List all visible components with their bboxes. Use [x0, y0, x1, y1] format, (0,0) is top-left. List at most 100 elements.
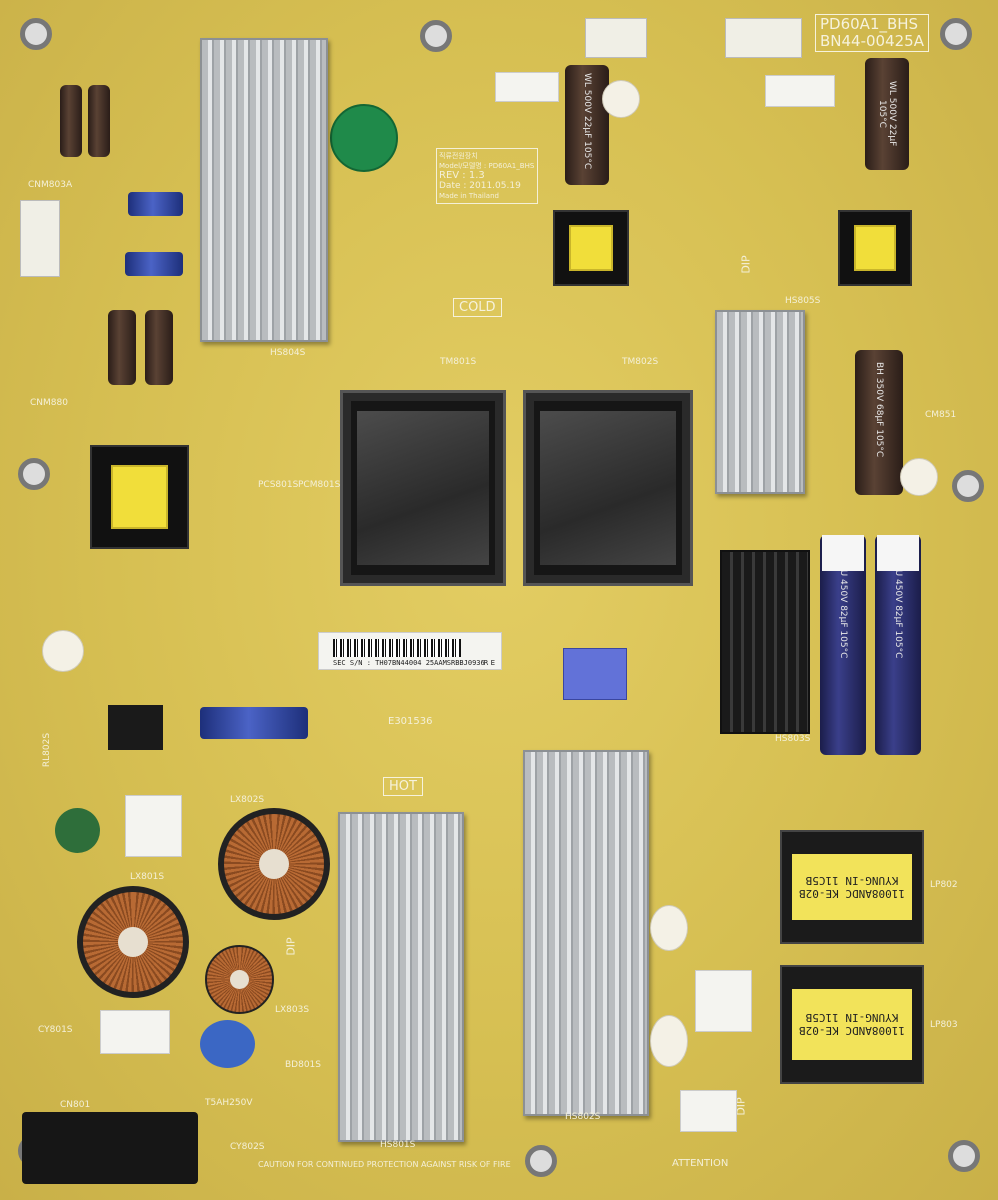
- film-capacitor: [765, 75, 835, 107]
- resistor-cap: [900, 458, 938, 496]
- cold-zone-label: COLD: [453, 298, 502, 317]
- mounting-hole: [18, 458, 50, 490]
- silk-label: LP802: [930, 880, 958, 890]
- model-text: PD60A1_BHS: [820, 15, 919, 33]
- silk-label: HS801S: [380, 1140, 416, 1150]
- capacitor-text: LU 450V 82µF 105°C: [838, 565, 848, 659]
- capacitor: [60, 85, 82, 157]
- capacitor: [128, 192, 183, 216]
- resistor-cap: [650, 905, 688, 951]
- silk-label: LX801S: [130, 872, 165, 882]
- silk-label: HS803S: [775, 734, 811, 744]
- ul-mark-label: E301536: [388, 716, 433, 727]
- x-capacitor: [125, 795, 182, 857]
- mounting-hole: [948, 1140, 980, 1172]
- toroid-inductor-lx803s: [205, 945, 274, 1014]
- capacitor-text: BH 350V 68µF 105°C: [874, 362, 884, 458]
- serial-suffix: R E: [483, 659, 495, 667]
- x-capacitor: [100, 1010, 170, 1054]
- silk-label: PCM801S: [298, 480, 341, 490]
- part-number-text: BN44-00425A: [820, 32, 924, 50]
- hot-zone-label: HOT: [383, 777, 423, 796]
- capacitor: [108, 310, 136, 385]
- info-made-in: Made in Thailand: [439, 192, 499, 200]
- capacitor: [200, 707, 308, 739]
- ic-chip: [563, 648, 627, 700]
- dip-label: DIP: [739, 255, 753, 274]
- barcode: [333, 639, 461, 657]
- capacitor-c9254: WL 500V 22µF 105°C: [565, 65, 609, 185]
- heatsink-hs804s: [200, 38, 328, 342]
- silk-label: LP803: [930, 1020, 958, 1030]
- inductor-text: KYUNG-IN 11C5B: [805, 1011, 899, 1025]
- silk-label: CNM880: [30, 398, 68, 408]
- mounting-hole: [420, 20, 452, 52]
- silk-label: TM802S: [622, 357, 659, 367]
- silk-label: PCS801S: [258, 480, 299, 490]
- silk-label: LX802S: [230, 795, 265, 805]
- silk-label: TM801S: [440, 357, 477, 367]
- capacitor-text: WL 500V 22µF 105°C: [582, 73, 592, 170]
- toroid-inductor-lx801s: [77, 886, 189, 998]
- silk-label: HS805S: [785, 296, 821, 306]
- y-capacitor: [200, 1020, 255, 1068]
- mounting-hole: [940, 18, 972, 50]
- silk-label: HS802S: [565, 1112, 601, 1122]
- small-transformer: [838, 210, 912, 286]
- capacitor-cm851: BH 350V 68µF 105°C: [855, 350, 903, 495]
- serial-number-text: SEC S/N : TH07BN44004 25AAMSRBBJ0936: [333, 659, 485, 667]
- inductor-text: KYUNG-IN 11C5B: [805, 874, 899, 887]
- inductor-text: 11008ANDC KE-02B: [799, 1024, 905, 1038]
- connector-cn: [585, 18, 647, 58]
- info-date: Date : 2011.05.19: [439, 181, 521, 191]
- mounting-hole: [952, 470, 984, 502]
- mounting-hole: [20, 18, 52, 50]
- info-model: Model/모델명 : PD60A1_BHS: [439, 162, 535, 170]
- silk-label: CY802S: [230, 1142, 265, 1152]
- heatsink-hs803s: [720, 550, 810, 734]
- silk-label: CM851: [925, 410, 957, 420]
- relay: [108, 705, 163, 750]
- ac-input-connector-cn801: [22, 1112, 198, 1184]
- capacitor-450v: LU 450V 82µF 105°C: [820, 535, 866, 755]
- thermistor: [55, 808, 100, 853]
- capacitor-450v: LU 450V 82µF 105°C: [875, 535, 921, 755]
- toroid-inductor-lx802s: [218, 808, 330, 920]
- connector-cn: [725, 18, 802, 58]
- capacitor-top: [822, 535, 864, 571]
- silk-label: BD801S: [285, 1060, 321, 1070]
- silk-label: CN801: [60, 1100, 91, 1110]
- capacitor-c9155: WL 500V 22µF 105°C: [865, 58, 909, 170]
- silk-label: LX803S: [275, 1005, 310, 1015]
- silk-label: CY801S: [38, 1025, 73, 1035]
- dip-label: DIP: [284, 937, 298, 956]
- capacitor: [145, 310, 173, 385]
- serial-number-sticker: SEC S/N : TH07BN44004 25AAMSRBBJ0936 R E: [318, 632, 502, 670]
- capacitor-top: [877, 535, 919, 571]
- standby-transformer: [90, 445, 189, 549]
- inductor-text: 11008ANDC KE-02B: [799, 887, 905, 900]
- capacitor-text: LU 450V 82µF 105°C: [893, 565, 903, 659]
- connector-cnm803a: [20, 200, 60, 277]
- board-model-label: PD60A1_BHS BN44-00425A: [815, 14, 929, 52]
- resistor-cap: [42, 630, 84, 672]
- info-title: 직류전원장치: [439, 152, 478, 160]
- film-capacitor: [695, 970, 752, 1032]
- heatsink-hs805s: [715, 310, 805, 494]
- caution-label: CAUTION FOR CONTINUED PROTECTION AGAINST…: [258, 1160, 511, 1169]
- film-capacitor: [495, 72, 559, 102]
- resistor-cap: [602, 80, 640, 118]
- heatsink-hs801s: [338, 812, 464, 1142]
- transformer-tm801s: [340, 390, 506, 586]
- silk-label: CNM803A: [28, 180, 73, 190]
- varistor-disc: [330, 104, 398, 172]
- small-transformer: [553, 210, 629, 286]
- resistor-cap: [650, 1015, 688, 1067]
- info-rev: REV : 1.3: [439, 170, 485, 181]
- heatsink-hs802s: [523, 750, 649, 1116]
- silk-label: RL802S: [42, 732, 53, 768]
- film-capacitor: [680, 1090, 737, 1132]
